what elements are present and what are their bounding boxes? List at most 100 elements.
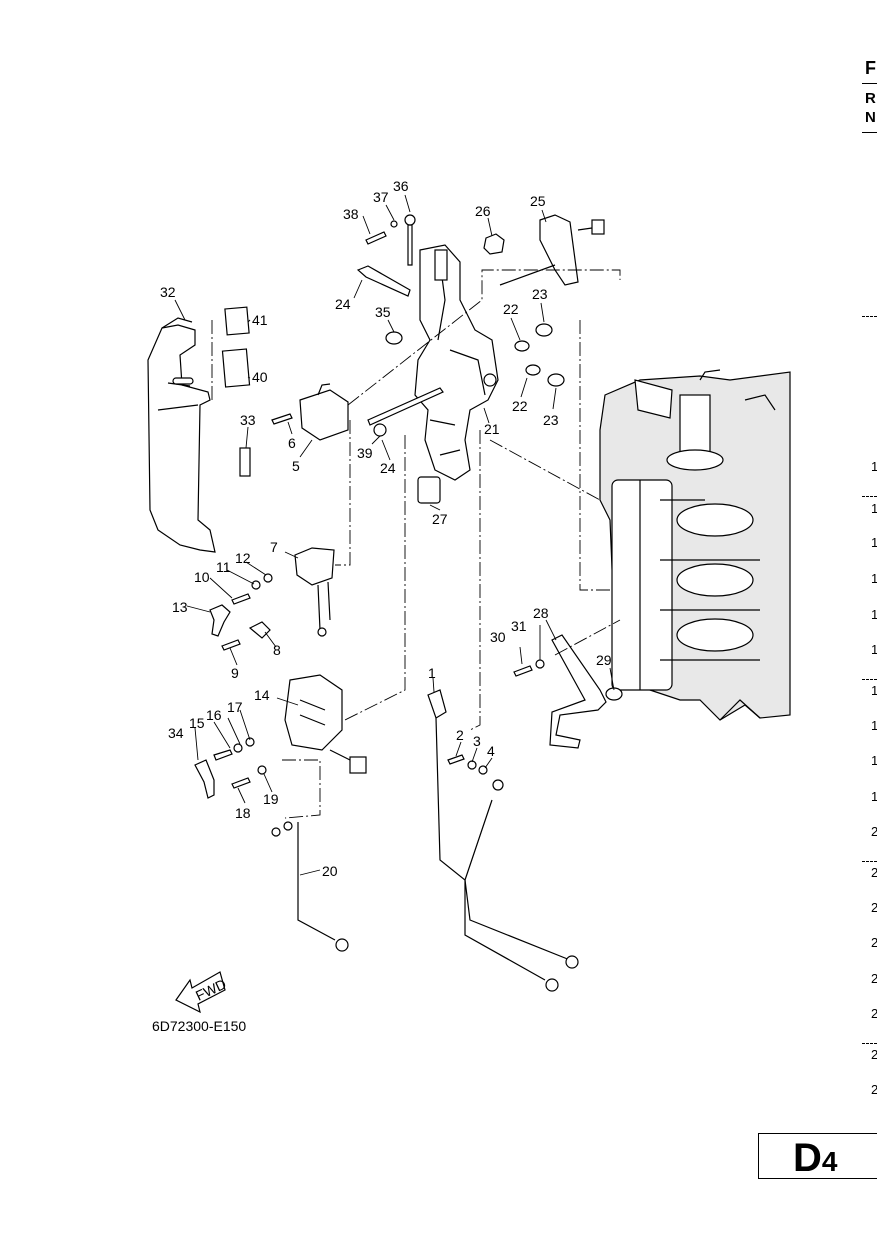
bolt-24-upper — [356, 265, 411, 297]
bolt-24-lower — [373, 423, 387, 437]
side-number: 1 — [871, 571, 877, 586]
callout-13: 13 — [172, 599, 188, 615]
callout-24-upper: 24 — [335, 296, 351, 312]
callout-35: 35 — [375, 304, 391, 320]
callout-4: 4 — [487, 743, 495, 759]
callout-23-lower: 23 — [543, 412, 559, 428]
side-number: 2 — [871, 865, 877, 880]
page-label-box: D4 — [758, 1133, 877, 1181]
side-number: 1 — [871, 683, 877, 698]
small-parts-8-13 — [209, 573, 273, 651]
callout-40: 40 — [252, 369, 268, 385]
fwd-arrow: FWD — [175, 971, 229, 1014]
side-rule — [862, 679, 877, 680]
callout-31: 31 — [511, 618, 527, 634]
side-number: 1 — [871, 459, 877, 474]
side-number: 1 — [871, 535, 877, 550]
side-rule — [862, 1043, 877, 1044]
side-rule — [862, 316, 877, 317]
cdi-unit-14 — [284, 674, 367, 774]
callout-27: 27 — [432, 511, 448, 527]
callout-20: 20 — [322, 863, 338, 879]
callout-10: 10 — [194, 569, 210, 585]
fwd-label: FWD — [193, 976, 229, 1004]
sticker-41 — [224, 306, 250, 336]
side-number: 2 — [871, 935, 877, 950]
callout-3: 3 — [473, 733, 481, 749]
callout-17: 17 — [227, 699, 243, 715]
side-number: 1 — [871, 789, 877, 804]
side-rule — [862, 496, 877, 497]
callout-22-lower: 22 — [512, 398, 528, 414]
callout-28: 28 — [533, 605, 549, 621]
small-parts-15-19-34 — [194, 737, 267, 799]
callout-11: 11 — [216, 559, 231, 575]
header-letter-n: N — [865, 109, 876, 126]
side-number: 2 — [871, 824, 877, 839]
callout-14: 14 — [254, 687, 270, 703]
part-27 — [417, 476, 441, 504]
side-number: 1 — [871, 718, 877, 733]
diagram-code: 6D72300-E150 — [152, 1018, 247, 1034]
callout-26: 26 — [475, 203, 491, 219]
page-number: 4 — [821, 1146, 838, 1177]
callout-39: 39 — [357, 445, 373, 461]
callout-7: 7 — [270, 539, 278, 555]
callout-21: 21 — [484, 421, 500, 437]
callout-16: 16 — [206, 707, 222, 723]
page-label: D4 — [793, 1136, 837, 1181]
side-number: 1 — [871, 607, 877, 622]
part-26 — [483, 233, 505, 255]
part-33 — [239, 447, 251, 477]
callout-19: 19 — [263, 791, 279, 807]
grommets-22-23 — [514, 323, 565, 387]
callout-22-upper: 22 — [503, 301, 519, 317]
header-letter-r: R — [865, 90, 876, 107]
screws-36-37-38 — [365, 214, 416, 266]
coil-7 — [294, 547, 335, 637]
cover-part-32 — [147, 317, 216, 553]
header-rule-2 — [862, 132, 877, 133]
side-number: 2 — [871, 971, 877, 986]
callout-9: 9 — [231, 665, 239, 681]
side-number: 1 — [871, 642, 877, 657]
side-number: 2 — [871, 1047, 877, 1062]
callout-18: 18 — [235, 805, 251, 821]
callout-1: 1 — [428, 665, 436, 681]
side-number: 2 — [871, 900, 877, 915]
callout-2: 2 — [456, 727, 464, 743]
bolt-39-long — [367, 387, 444, 426]
side-number: 2 — [871, 1006, 877, 1021]
callout-6: 6 — [288, 435, 296, 451]
side-number: 2 — [871, 1082, 877, 1097]
header-letter-f: F — [865, 58, 876, 78]
callout-33: 33 — [240, 412, 256, 428]
callout-32: 32 — [160, 284, 176, 300]
ignition-coil-5 — [299, 389, 349, 441]
callout-30: 30 — [490, 629, 506, 645]
leader-lines — [174, 194, 615, 876]
side-number: 1 — [871, 501, 877, 516]
callout-25: 25 — [530, 193, 546, 209]
sticker-40 — [221, 348, 251, 388]
callout-41: 41 — [252, 312, 268, 328]
callout-12: 12 — [235, 550, 251, 566]
page-letter: D — [793, 1136, 822, 1180]
side-rule — [862, 861, 877, 862]
callout-15: 15 — [189, 715, 205, 731]
callout-24-lower: 24 — [380, 460, 396, 476]
callout-34: 34 — [168, 725, 184, 741]
header-rule — [862, 83, 877, 84]
part-25 — [499, 214, 605, 286]
callout-29: 29 — [596, 652, 612, 668]
callout-5: 5 — [292, 458, 300, 474]
collar-35 — [385, 331, 403, 345]
screw-6 — [271, 413, 293, 425]
harness-1 — [427, 689, 579, 992]
engine-block — [599, 369, 791, 721]
side-number: 1 — [871, 753, 877, 768]
ground-cable-20 — [271, 821, 349, 952]
callout-8: 8 — [273, 642, 281, 658]
bracket-28 — [513, 634, 623, 749]
